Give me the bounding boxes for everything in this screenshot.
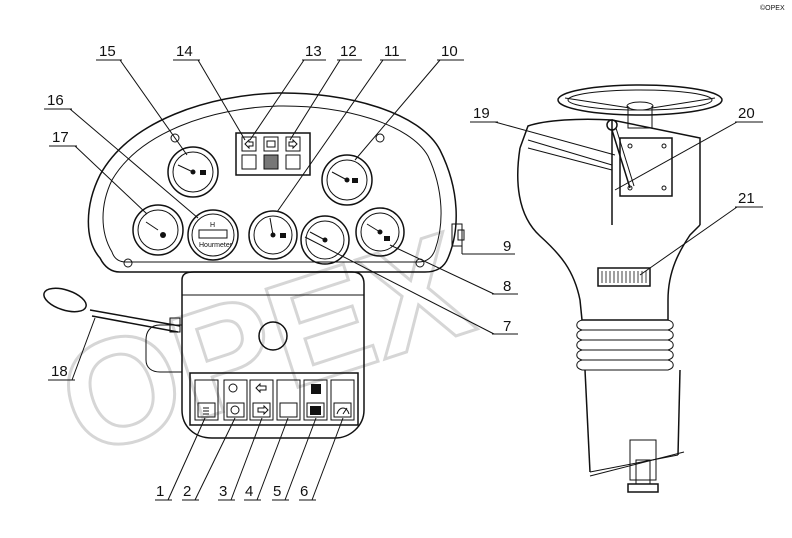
callout-8: 8 bbox=[503, 278, 511, 295]
callout-15: 15 bbox=[99, 43, 116, 60]
gauge-17 bbox=[132, 204, 184, 256]
callout-17: 17 bbox=[52, 129, 69, 146]
hourmeter: H Hourmeter bbox=[187, 209, 239, 261]
gauge-8 bbox=[355, 207, 405, 257]
callout-21: 21 bbox=[738, 190, 755, 207]
gauge-11 bbox=[248, 210, 298, 260]
callout-5: 5 bbox=[273, 483, 281, 500]
callout-14: 14 bbox=[176, 43, 193, 60]
callout-18: 18 bbox=[51, 363, 68, 380]
instrument-panel bbox=[87, 92, 465, 273]
callout-4: 4 bbox=[245, 483, 253, 500]
callout-1: 1 bbox=[156, 483, 164, 500]
callout-2: 2 bbox=[183, 483, 191, 500]
callout-20: 20 bbox=[738, 105, 755, 122]
indicator-lamp-block bbox=[235, 132, 311, 176]
callout-3: 3 bbox=[219, 483, 227, 500]
steering-column bbox=[517, 84, 723, 493]
callout-labels: 1 2 3 4 5 6 7 8 9 10 11 12 13 14 15 16 1… bbox=[47, 43, 755, 500]
callout-16: 16 bbox=[47, 92, 64, 109]
hourmeter-word: Hourmeter bbox=[199, 242, 233, 249]
gauge-10 bbox=[321, 154, 373, 206]
callout-11: 11 bbox=[384, 43, 400, 60]
callout-19: 19 bbox=[473, 105, 490, 122]
callout-13: 13 bbox=[305, 43, 322, 60]
callout-10: 10 bbox=[441, 43, 458, 60]
hourmeter-letter: H bbox=[210, 222, 215, 229]
gauge-7 bbox=[300, 215, 350, 265]
leader-lines bbox=[44, 59, 763, 501]
callout-6: 6 bbox=[300, 483, 308, 500]
callout-12: 12 bbox=[340, 43, 357, 60]
callout-9: 9 bbox=[503, 238, 511, 255]
corner-mark: ©OPEX bbox=[760, 4, 785, 12]
callout-7: 7 bbox=[503, 318, 511, 335]
gauge-15 bbox=[167, 146, 219, 198]
